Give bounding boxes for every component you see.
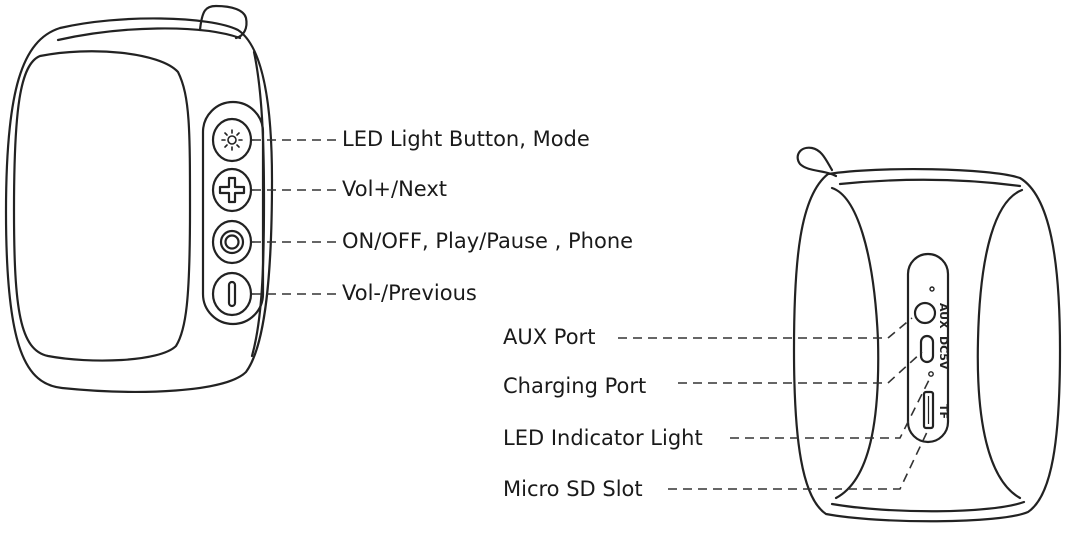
port-panel	[906, 252, 950, 444]
front-top-rim	[56, 27, 242, 42]
minus-icon	[227, 280, 237, 308]
aux-marking: AUX	[937, 303, 950, 329]
label-vol-minus: Vol-/Previous	[342, 281, 477, 305]
panel-dot	[929, 286, 935, 292]
vol-minus-button[interactable]	[211, 271, 253, 317]
led-indicator	[928, 371, 934, 377]
label-charging-port: Charging Port	[503, 374, 647, 398]
charging-port[interactable]	[919, 334, 935, 364]
leader-aux	[618, 317, 913, 339]
label-micro-sd: Micro SD Slot	[503, 477, 643, 501]
back-bottom-rim	[830, 500, 1026, 513]
vol-plus-button[interactable]	[211, 167, 253, 213]
back-right-grille	[976, 188, 1024, 500]
label-aux-port: AUX Port	[503, 325, 596, 349]
label-power: ON/OFF, Play/Pause , Phone	[342, 229, 634, 253]
label-vol-plus: Vol+/Next	[342, 177, 448, 201]
back-strap-loop	[796, 146, 838, 178]
led-light-button[interactable]	[211, 117, 253, 163]
plus-icon	[218, 176, 246, 204]
label-led-light-button: LED Light Button, Mode	[342, 127, 590, 151]
aux-port[interactable]	[913, 301, 937, 325]
front-grille-panel	[12, 50, 192, 362]
power-button[interactable]	[211, 219, 253, 265]
leader-micro-sd	[668, 429, 929, 490]
back-left-grille	[830, 186, 880, 500]
back-speaker: AUX DC5V TF	[792, 146, 1062, 523]
micro-sd-slot[interactable]	[922, 390, 935, 430]
front-body-outline	[4, 17, 274, 393]
sun-icon	[221, 129, 243, 151]
strap-loop	[198, 4, 248, 40]
back-body-outline	[792, 167, 1062, 523]
front-speaker	[4, 4, 274, 393]
dc-marking: DC5V	[937, 336, 950, 370]
tf-marking: TF	[937, 404, 950, 419]
label-led-indicator: LED Indicator Light	[503, 426, 703, 450]
leader-led-indicator	[730, 377, 931, 439]
power-ring-icon	[219, 229, 245, 255]
leader-charging	[678, 351, 923, 384]
button-strip	[201, 100, 265, 326]
back-top-edge	[838, 178, 1022, 188]
